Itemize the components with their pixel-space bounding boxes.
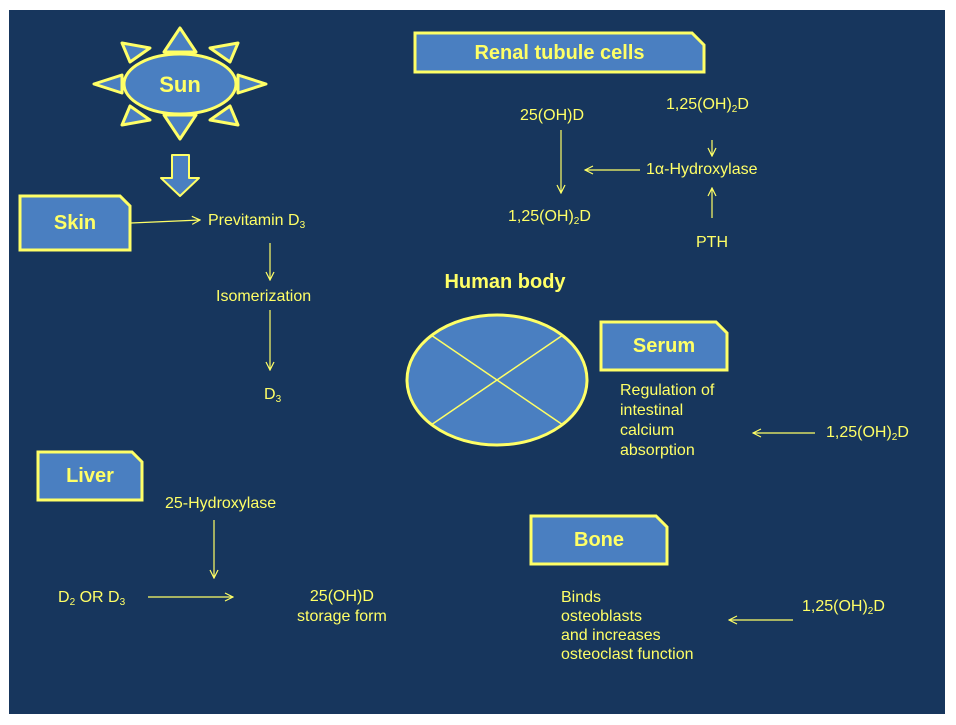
sun-label: Sun: [159, 72, 201, 97]
liver-label: Liver: [66, 465, 114, 487]
renal-1a-hydroxylase-text: 1α-Hydroxylase: [646, 161, 758, 178]
pth-text: PTH: [696, 234, 728, 251]
sun-ray-right: [236, 73, 268, 95]
sun-ray-top-right: [208, 41, 240, 64]
serum-label: Serum: [632, 335, 696, 357]
serum-calcitriol-text: 1,25(OH)2D: [826, 424, 909, 443]
sun-ray-bottom-left: [120, 104, 152, 127]
sun-ray-left: [92, 73, 124, 95]
skin-label: Skin: [53, 212, 97, 234]
bone-calcitriol-text: 1,25(OH)2D: [802, 598, 885, 617]
bone-effect-text: Binds osteoblasts and increases osteocla…: [561, 589, 694, 663]
d3-text: D3: [264, 386, 282, 405]
sun-body: [122, 52, 238, 116]
liver-25-hydroxylase-text: 25-Hydroxylase: [165, 495, 277, 512]
bone-label: Bone: [574, 529, 624, 551]
liver-storage-text: 25(OH)D storage form: [297, 588, 387, 625]
sun-ray-bottom: [162, 113, 198, 141]
bone-box: [529, 514, 669, 566]
liver-box: [36, 450, 144, 502]
renal-calcitriol-top-text: 1,25(OH)2D: [666, 96, 749, 115]
sun-ray-top-left: [120, 41, 152, 64]
renal-tubule-label: Renal tubule cells: [474, 42, 645, 64]
sun-to-skin-arrow: [160, 154, 200, 197]
renal-25ohd-text: 25(OH)D: [520, 107, 585, 124]
serum-box: [599, 320, 729, 372]
renal-box: [413, 31, 706, 74]
renal-calcitriol-result-text: 1,25(OH)2D: [508, 208, 591, 227]
isomerization-text: Isomerization: [216, 288, 312, 305]
sun-ray-bottom-right: [208, 104, 240, 127]
human-body-icon: [405, 313, 589, 447]
sun-ray-top: [162, 26, 198, 54]
previtamin-d3-text: Previtamin D3: [208, 212, 306, 231]
skin-to-previtamin-arrow: [130, 220, 200, 223]
d2-or-d3-text: D2 OR D3: [58, 589, 126, 608]
serum-regulation-text: Regulation of intestinal calcium absorpt…: [620, 382, 715, 459]
human-body-label: Human body: [444, 271, 566, 293]
sun-icon: [92, 26, 268, 141]
skin-box: [18, 194, 132, 252]
